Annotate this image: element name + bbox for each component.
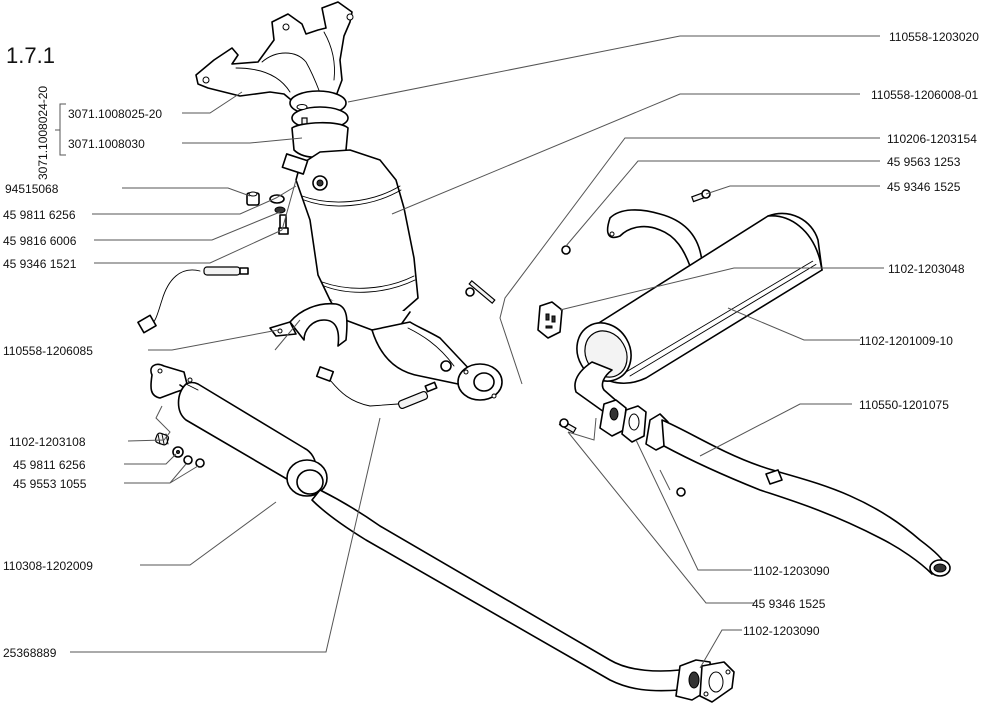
part-label[interactable]: 1102-1203108	[9, 435, 86, 449]
leader-lines	[70, 35, 884, 669]
catalytic-converter-drawing[interactable]	[281, 149, 419, 331]
part-label[interactable]: 3071.1008025-20	[68, 107, 162, 121]
section-number: 1.7.1	[6, 43, 55, 68]
part-label[interactable]: 25368889	[3, 646, 57, 660]
intermediate-pipe-drawing[interactable]	[558, 399, 951, 577]
part-label[interactable]: 1102-1203090	[753, 564, 830, 578]
rear-pipe-flange-drawing[interactable]	[675, 659, 735, 703]
part-label[interactable]: 45 9811 6256	[3, 208, 76, 222]
rear-muffler-mount-fasteners-drawing[interactable]	[465, 189, 711, 305]
part-label[interactable]: 45 9816 6006	[3, 234, 77, 248]
part-label[interactable]: 94515068	[5, 182, 59, 196]
part-label[interactable]: 45 9346 1525	[887, 180, 961, 194]
assembly-label: 3071.1008024-20	[36, 86, 50, 180]
part-label[interactable]: 110558-1203020	[889, 30, 979, 44]
part-label[interactable]: 1102-1201009-10	[859, 334, 953, 348]
part-labels: 3071.1008025-20 3071.1008030 94515068 45…	[3, 30, 979, 660]
manifold-gasket-drawing[interactable]	[289, 90, 349, 159]
converter-downpipe-drawing[interactable]	[371, 321, 503, 401]
part-label[interactable]: 3071.1008030	[68, 137, 145, 151]
converter-fasteners-drawing[interactable]	[246, 191, 289, 235]
front-muffler-fasteners-drawing[interactable]	[154, 432, 205, 468]
oxygen-sensor-lower-drawing[interactable]	[315, 366, 438, 410]
part-label[interactable]: 45 9553 1055	[13, 477, 87, 491]
part-label[interactable]: 1102-1203090	[743, 624, 820, 638]
front-muffler-drawing[interactable]	[150, 363, 681, 692]
part-label[interactable]: 45 9346 1521	[3, 257, 77, 271]
part-label[interactable]: 110550-1201075	[859, 398, 949, 412]
heat-shield-bracket-drawing[interactable]	[269, 302, 348, 347]
part-label[interactable]: 110308-1202009	[3, 559, 93, 573]
oxygen-sensor-upper-drawing[interactable]	[137, 266, 249, 334]
part-label[interactable]: 110558-1206008-01	[871, 88, 979, 102]
part-label[interactable]: 110206-1203154	[887, 132, 977, 146]
assembly-bracket	[55, 103, 66, 156]
part-label[interactable]: 110558-1206085	[3, 344, 93, 358]
part-label[interactable]: 1102-1203048	[888, 262, 965, 276]
rubber-hanger-drawing[interactable]	[537, 301, 563, 339]
exhaust-manifold-drawing[interactable]	[195, 1, 354, 105]
part-label[interactable]: 45 9346 1525	[752, 597, 826, 611]
part-label[interactable]: 45 9811 6256	[13, 458, 86, 472]
rear-muffler-drawing[interactable]	[566, 209, 823, 413]
part-label[interactable]: 45 9563 1253	[887, 155, 961, 169]
